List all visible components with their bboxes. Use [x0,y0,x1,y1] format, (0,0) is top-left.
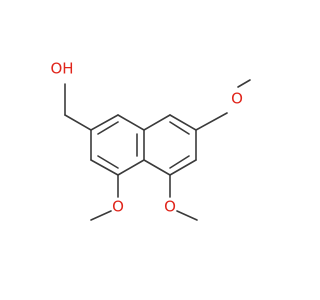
bond-o-ch3-right [237,79,251,88]
bond-c6-c5 [169,159,197,176]
double-bond-c8-c7-inner [169,121,190,135]
bond-ch2-c2 [64,114,92,131]
double-bond-c6-c5-inner [169,155,190,169]
bond-c7-o [195,112,228,131]
bond-c5-c4a [143,159,171,176]
methoxy-4-oxygen-label: O [112,198,124,216]
bond-c8-c7 [169,114,197,131]
bond-o-ch3-lower-left [90,210,112,221]
bond-c1-c8a [117,114,145,131]
molecule-diagram: OH O O O [50,60,251,221]
methoxy-7-oxygen-label: O [231,90,243,108]
double-bond-c3-c4-inner [97,155,119,169]
bond-o-ch3-lower-right [176,210,198,221]
bond-c8a-c8 [143,114,171,131]
double-bond-c1-c2-inner [97,121,119,135]
structure-canvas: OH O O O [50,59,251,221]
hydroxyl-label: OH [50,60,73,78]
bond-c4a-c4 [117,159,145,176]
methoxy-5-oxygen-label: O [164,198,176,216]
bond-c2-c1 [90,114,119,131]
bond-c4-c3 [90,159,119,176]
